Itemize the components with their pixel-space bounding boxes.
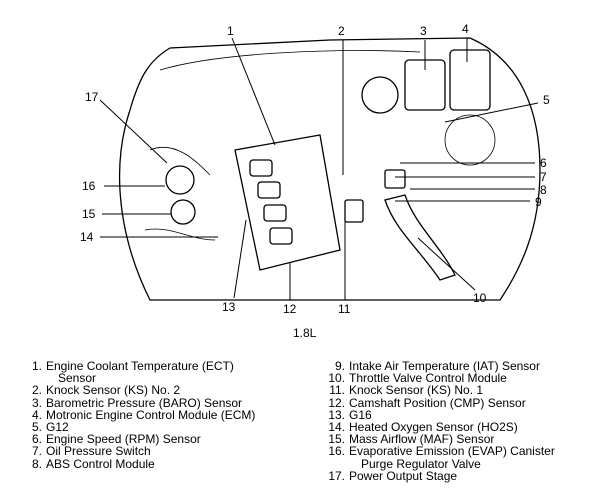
engine-size-label: 1.8L <box>293 326 317 340</box>
callout-11: 11 <box>338 302 351 316</box>
callout-14: 14 <box>80 230 94 244</box>
power-stage-part <box>165 165 195 195</box>
callout-4: 4 <box>462 22 469 36</box>
battery-and-ecm <box>404 49 491 111</box>
callout-3: 3 <box>420 24 427 38</box>
callout-13: 13 <box>222 300 236 314</box>
intake-duct <box>384 194 456 281</box>
callout-8: 8 <box>540 183 547 197</box>
callout-labels: 1 2 3 4 5 6 7 8 9 10 11 12 13 14 15 16 1… <box>80 22 550 316</box>
callout-9: 9 <box>535 195 542 209</box>
legend-item: 4.Motronic Engine Control Module (ECM) <box>31 407 256 422</box>
legend-item: 16.Evaporative Emission (EVAP) Canister <box>328 444 555 459</box>
callout-10: 10 <box>473 291 487 305</box>
iat-sensor-part <box>344 199 364 223</box>
hood-edge <box>159 50 421 71</box>
legend-item: 2.Knock Sensor (KS) No. 2 <box>31 383 181 398</box>
legend-item: 13.G16 <box>328 407 372 422</box>
legend-left-column: 1.Engine Coolant Temperature (ECT) Senso… <box>22 360 255 470</box>
legend-right-column: 9.Intake Air Temperature (IAT) Sensor 10… <box>325 360 555 482</box>
callout-2: 2 <box>338 24 345 38</box>
engine-block <box>234 134 341 271</box>
legend-item: 1.Engine Coolant Temperature (ECT) <box>31 359 234 373</box>
air-filter-circle <box>444 114 496 166</box>
maf-part <box>170 199 196 225</box>
legend: 1.Engine Coolant Temperature (ECT) Senso… <box>0 360 600 503</box>
abs-module-part <box>384 169 406 189</box>
callout-17: 17 <box>85 90 99 104</box>
legend-item: 15.Mass Airflow (MAF) Sensor <box>328 432 495 447</box>
callout-1: 1 <box>227 24 234 38</box>
legend-item: 10.Throttle Valve Control Module <box>328 371 507 386</box>
legend-item: 11.Knock Sensor (KS) No. 1 <box>329 383 484 398</box>
callout-16: 16 <box>82 179 96 193</box>
legend-item-continued: Sensor <box>58 371 97 386</box>
legend-item: 12.Camshaft Position (CMP) Sensor <box>328 395 526 410</box>
legend-item: 14.Heated Oxygen Sensor (HO2S) <box>328 420 518 435</box>
legend-item-continued: Purge Regulator Valve <box>361 456 481 471</box>
legend-item: 3.Barometric Pressure (BARO) Sensor <box>31 395 243 410</box>
legend-item: 6.Engine Speed (RPM) Sensor <box>31 432 201 447</box>
engine-bay-outline <box>118 37 541 301</box>
engine-compartment-diagram: 1 2 3 4 5 6 7 8 9 10 11 12 13 14 15 16 1… <box>80 22 550 316</box>
legend-item: 7.Oil Pressure Switch <box>31 444 151 459</box>
coil-packs <box>249 159 293 245</box>
leader-lines <box>99 37 539 300</box>
legend-item: 9.Intake Air Temperature (IAT) Sensor <box>334 359 540 373</box>
legend-item: 5.G12 <box>31 420 69 435</box>
brake-reservoir <box>361 76 399 114</box>
legend-item: 8.ABS Control Module <box>31 456 155 471</box>
callout-15: 15 <box>82 207 96 221</box>
radiator-hoses <box>144 146 216 241</box>
legend-item: 17.Power Output Stage <box>328 468 458 483</box>
callout-7: 7 <box>540 170 547 184</box>
callout-5: 5 <box>543 93 550 107</box>
callout-6: 6 <box>540 156 547 170</box>
callout-12: 12 <box>283 302 297 316</box>
